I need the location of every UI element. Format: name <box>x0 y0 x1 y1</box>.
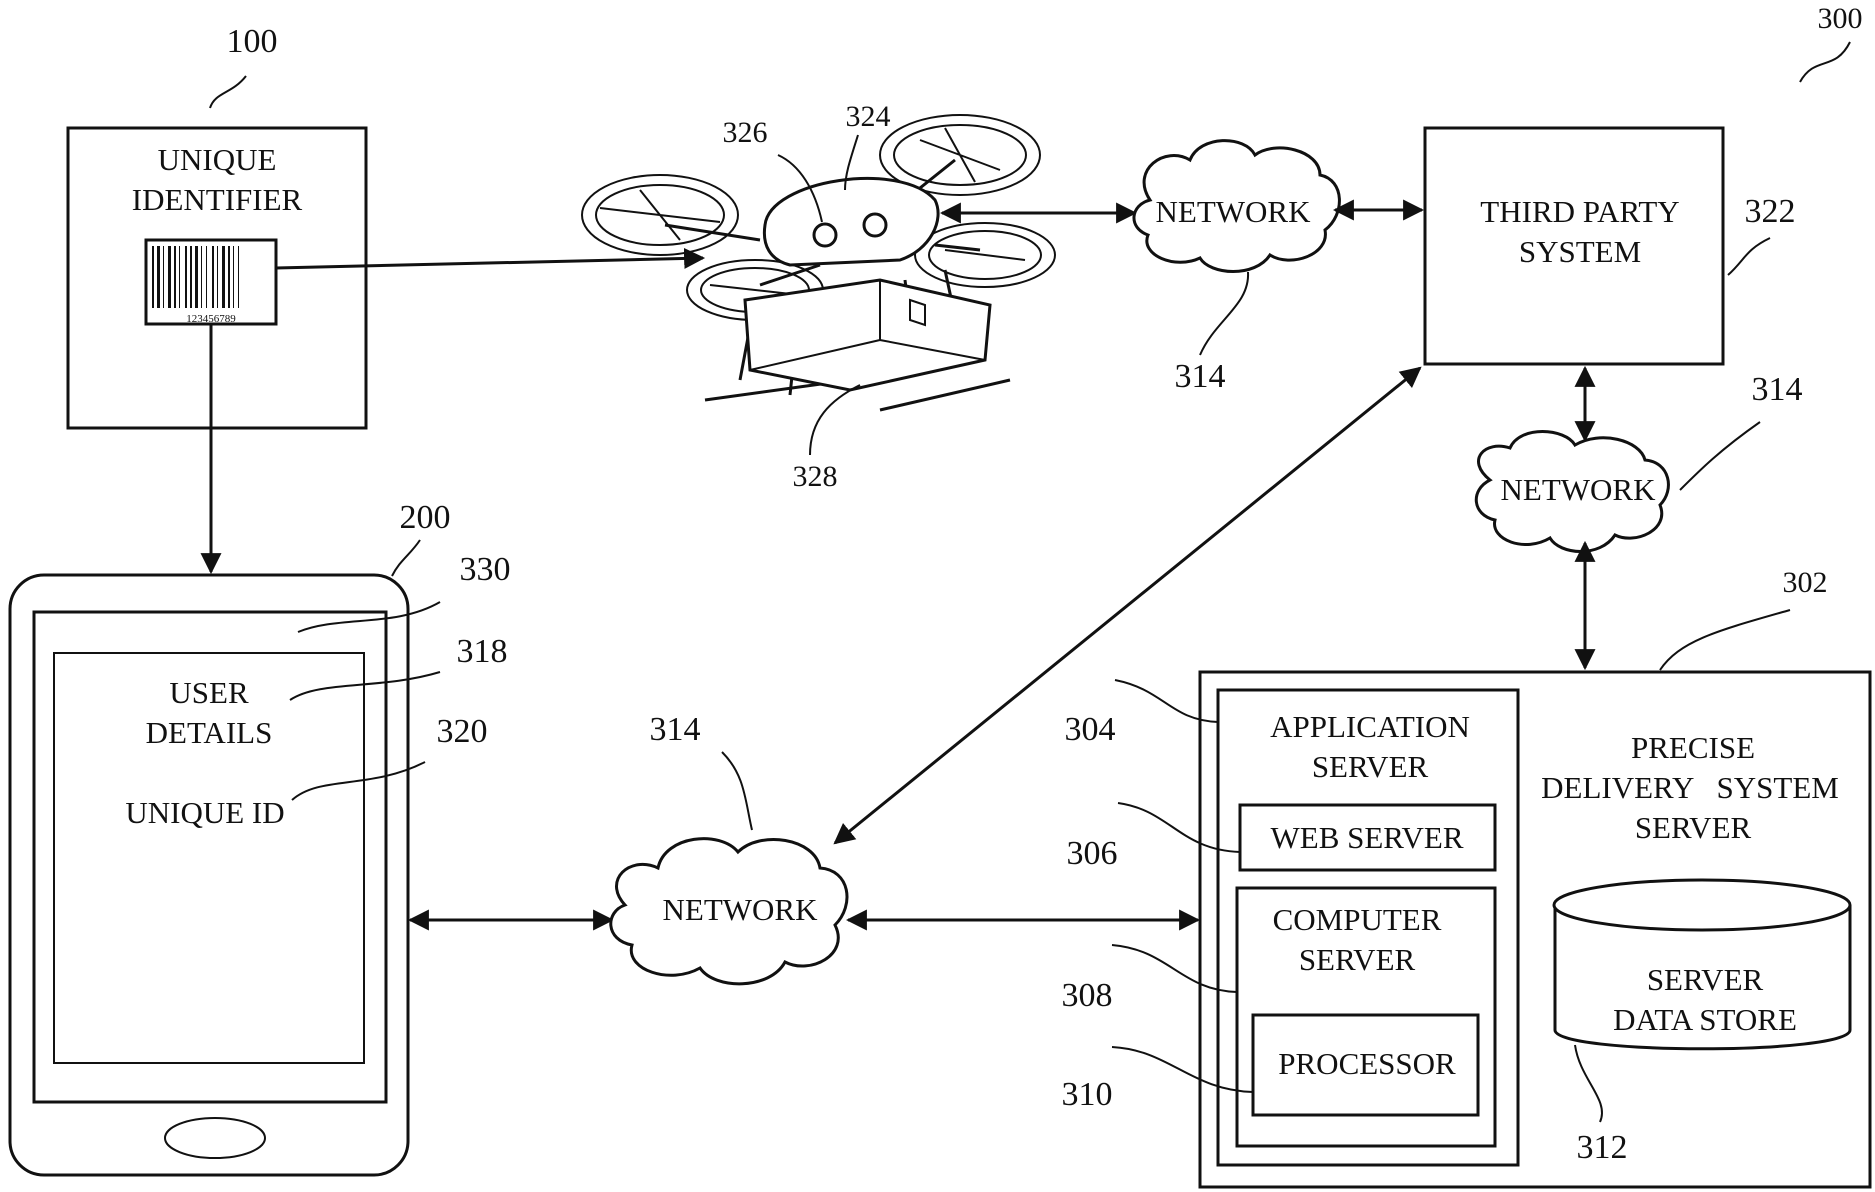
network-label-right: NETWORK <box>1501 472 1657 507</box>
unique-identifier-label-line1: UNIQUE <box>158 142 277 177</box>
mobile-device: USER DETAILS UNIQUE ID <box>10 575 408 1175</box>
precise-delivery-line1: PRECISE <box>1631 730 1755 765</box>
ref-322: 322 <box>1745 193 1796 230</box>
user-details-line1: USER <box>169 675 249 710</box>
unique-identifier-block: UNIQUE IDENTIFIER 123456789 100 <box>68 23 366 428</box>
ref-200: 200 <box>400 499 451 536</box>
leader-314-bottom <box>722 752 752 830</box>
precise-delivery-server: APPLICATION SERVER WEB SERVER COMPUTER S… <box>1200 672 1870 1187</box>
ref-324: 324 <box>846 100 891 133</box>
leader-100 <box>210 76 246 108</box>
precise-delivery-line3: SERVER <box>1635 810 1752 845</box>
ref-326: 326 <box>723 116 768 149</box>
network-cloud-right: NETWORK <box>1476 432 1668 552</box>
leader-322 <box>1728 238 1770 275</box>
ref-320: 320 <box>437 713 488 750</box>
ref-300: 300 <box>1818 2 1863 35</box>
ref-314-right: 314 <box>1752 371 1803 408</box>
leader-328 <box>810 385 860 455</box>
computer-server-line2: SERVER <box>1299 942 1416 977</box>
ref-312: 312 <box>1577 1129 1628 1166</box>
network-cloud-top: NETWORK <box>1134 141 1339 272</box>
network-label-bottom: NETWORK <box>663 892 819 927</box>
ref-302: 302 <box>1783 566 1828 599</box>
application-server-line2: SERVER <box>1312 749 1429 784</box>
ref-330: 330 <box>460 551 511 588</box>
ref-304: 304 <box>1065 711 1116 748</box>
unique-id-label: UNIQUE ID <box>125 795 284 830</box>
leader-314-top <box>1200 272 1248 355</box>
processor-label: PROCESSOR <box>1278 1046 1456 1081</box>
leader-302 <box>1660 610 1790 670</box>
user-details-line2: DETAILS <box>146 715 273 750</box>
drone-icon <box>582 115 1055 410</box>
leader-200 <box>392 540 420 576</box>
leader-314-right <box>1680 422 1760 490</box>
ref-314-top: 314 <box>1175 358 1226 395</box>
precise-delivery-line2: DELIVERY SYSTEM <box>1541 770 1839 805</box>
network-cloud-bottom: NETWORK <box>611 839 847 984</box>
ref-100: 100 <box>227 23 278 60</box>
computer-server-line1: COMPUTER <box>1273 902 1442 937</box>
web-server-label: WEB SERVER <box>1271 820 1464 855</box>
database-icon: SERVER DATA STORE <box>1554 880 1850 1049</box>
data-store-line2: DATA STORE <box>1613 1002 1797 1037</box>
ref-328: 328 <box>793 460 838 493</box>
ref-310: 310 <box>1062 1076 1113 1113</box>
third-party-label-line2: SYSTEM <box>1519 234 1641 269</box>
ref-318: 318 <box>457 633 508 670</box>
ref-306: 306 <box>1067 835 1118 872</box>
data-store-line1: SERVER <box>1647 962 1764 997</box>
application-server-line1: APPLICATION <box>1270 709 1470 744</box>
third-party-label-line1: THIRD PARTY <box>1480 194 1679 229</box>
barcode-number: 123456789 <box>186 313 236 325</box>
network-label-top: NETWORK <box>1156 194 1312 229</box>
ref-308: 308 <box>1062 977 1113 1014</box>
unique-identifier-label-line2: IDENTIFIER <box>132 182 303 217</box>
leader-300 <box>1800 42 1850 82</box>
barcode-icon: 123456789 <box>146 240 276 325</box>
ref-314-bottom: 314 <box>650 711 701 748</box>
